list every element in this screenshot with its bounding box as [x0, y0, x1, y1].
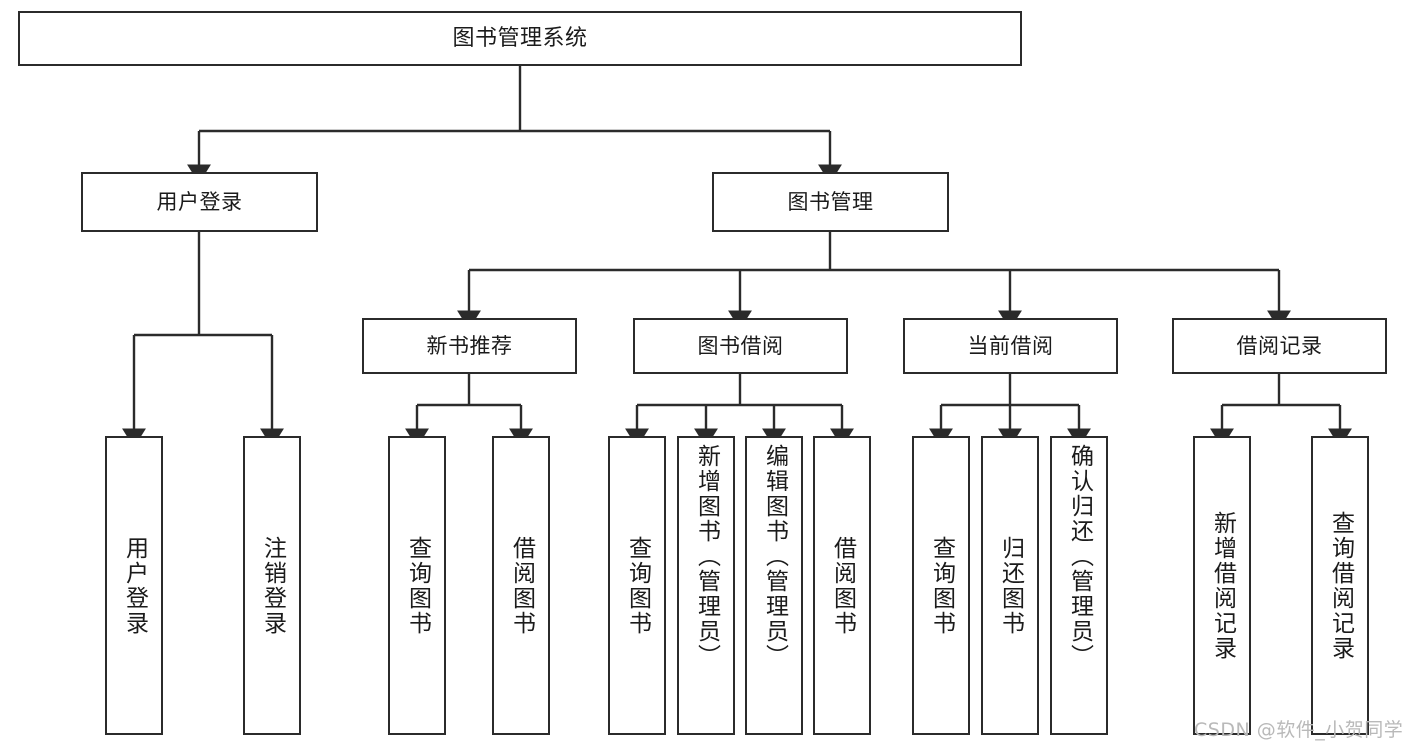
- node-label: 查询图书: [624, 535, 651, 636]
- leaf-user-login-logout[interactable]: 注销登录: [243, 436, 301, 735]
- leaf-new-book-query-book[interactable]: 查询图书: [388, 436, 446, 735]
- node-label: 借阅图书: [508, 535, 535, 636]
- node-label: 查询图书: [928, 535, 955, 636]
- csdn-watermark: CSDN @软件_小贺同学: [1194, 719, 1404, 741]
- node-label: 用户登录: [156, 189, 243, 214]
- node-borrow-record[interactable]: 借阅记录: [1172, 318, 1387, 374]
- leaf-current-borrow-return-book[interactable]: 归还图书: [981, 436, 1039, 735]
- leaf-new-book-borrow-book[interactable]: 借阅图书: [492, 436, 550, 735]
- node-label: 查询图书: [404, 535, 431, 636]
- leaf-current-borrow-query-book[interactable]: 查询图书: [912, 436, 970, 735]
- node-new-book-recommend[interactable]: 新书推荐: [362, 318, 577, 374]
- node-label: 图书管理: [787, 189, 874, 214]
- leaf-book-borrow-borrow-book[interactable]: 借阅图书: [813, 436, 871, 735]
- leaf-book-borrow-query-book[interactable]: 查询图书: [608, 436, 666, 735]
- leaf-book-borrow-add-book-admin[interactable]: 新增图书（管理员）: [677, 436, 735, 735]
- node-user-login[interactable]: 用户登录: [81, 172, 318, 232]
- node-label: 新书推荐: [426, 333, 513, 358]
- node-label: 借阅图书: [829, 535, 856, 636]
- node-label: 新增图书（管理员）: [693, 444, 720, 669]
- node-root-book-management-system[interactable]: 图书管理系统: [18, 11, 1022, 66]
- node-label: 确认归还（管理员）: [1066, 444, 1093, 669]
- leaf-current-borrow-confirm-return-admin[interactable]: 确认归还（管理员）: [1050, 436, 1108, 735]
- node-label: 查询借阅记录: [1327, 510, 1354, 661]
- node-label: 当前借阅: [967, 333, 1054, 358]
- node-label: 图书借阅: [697, 333, 784, 358]
- node-label: 新增借阅记录: [1209, 510, 1236, 661]
- node-label: 借阅记录: [1236, 333, 1323, 358]
- node-current-borrow[interactable]: 当前借阅: [903, 318, 1118, 374]
- leaf-borrow-record-query-record[interactable]: 查询借阅记录: [1311, 436, 1369, 735]
- leaf-book-borrow-edit-book-admin[interactable]: 编辑图书（管理员）: [745, 436, 803, 735]
- node-book-borrow[interactable]: 图书借阅: [633, 318, 848, 374]
- node-label: 归还图书: [997, 535, 1024, 636]
- leaf-user-login-login[interactable]: 用户登录: [105, 436, 163, 735]
- node-label: 注销登录: [259, 535, 286, 636]
- node-label: 图书管理系统: [452, 25, 588, 51]
- leaf-borrow-record-add-record[interactable]: 新增借阅记录: [1193, 436, 1251, 735]
- node-label: 用户登录: [121, 535, 148, 636]
- node-book-management[interactable]: 图书管理: [712, 172, 949, 232]
- node-label: 编辑图书（管理员）: [761, 444, 788, 669]
